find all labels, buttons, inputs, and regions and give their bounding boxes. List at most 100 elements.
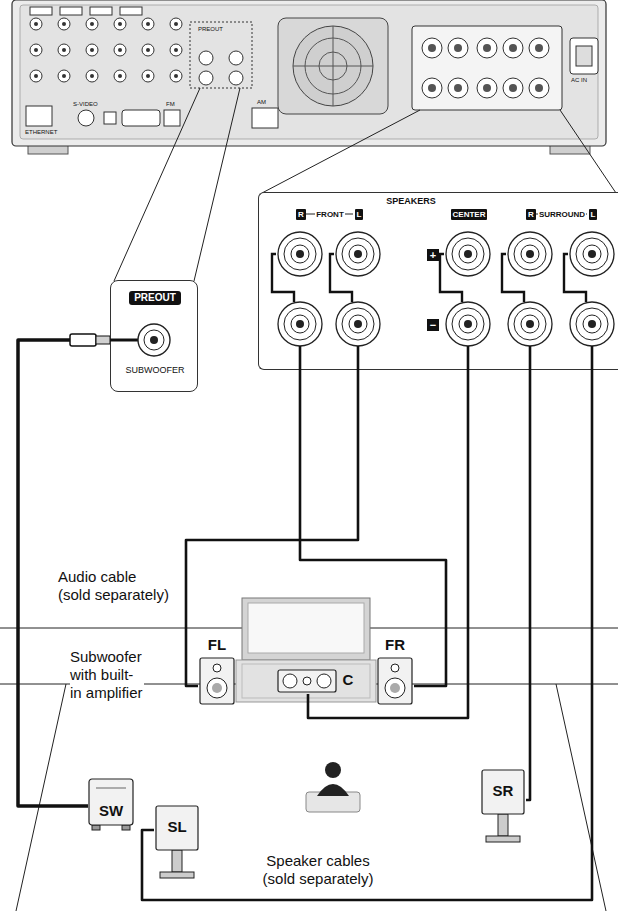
fan-ring <box>293 26 373 106</box>
center-speaker: C <box>278 668 362 694</box>
rca-jack <box>170 18 182 30</box>
room <box>0 628 618 911</box>
wire-stub <box>466 346 469 370</box>
speaker-foot <box>122 825 130 830</box>
speaker-stand <box>498 814 508 836</box>
leader-line <box>194 88 240 281</box>
terminal-ring <box>514 238 546 270</box>
rca-pin <box>118 48 122 52</box>
speaker-terminal <box>448 38 468 58</box>
terminal-ring <box>291 315 309 333</box>
rear-panel <box>20 5 598 139</box>
terminal-core <box>588 320 596 328</box>
tv-stand <box>236 660 376 702</box>
rca-jack <box>114 44 126 56</box>
rca-pin <box>146 74 150 78</box>
tweeter <box>213 664 221 672</box>
wire-stub <box>356 346 359 370</box>
tweeter <box>303 677 311 685</box>
speaker-terminal-block <box>412 26 562 110</box>
rca-jack <box>170 70 182 82</box>
hdmi-port <box>30 7 52 15</box>
surround-right-speaker: SR <box>480 770 526 844</box>
rca-jack <box>114 70 126 82</box>
jack-ring <box>138 324 170 356</box>
woofer <box>385 678 405 698</box>
leader-lines <box>114 88 616 281</box>
terminal-ring <box>583 315 601 333</box>
terminal-core <box>296 250 304 258</box>
terminal-ring <box>452 308 484 340</box>
speaker-terminal <box>529 78 549 98</box>
jack-pin <box>150 336 158 344</box>
woofer <box>207 678 227 698</box>
stand-base <box>160 872 194 878</box>
speaker-terminal <box>477 38 497 58</box>
port-slot <box>96 788 126 789</box>
rca-jack <box>142 70 154 82</box>
terminal-ring <box>336 232 380 276</box>
speaker-terminal <box>477 78 497 98</box>
node-shape <box>154 806 200 880</box>
port-label: AM <box>256 99 267 106</box>
terminal-core <box>428 44 436 52</box>
speaker-cable <box>526 370 530 800</box>
room-line <box>556 684 606 911</box>
channel-tag: L <box>589 209 598 220</box>
rca-pin <box>34 74 38 78</box>
section-tag: PREOUT <box>129 291 181 305</box>
woofer <box>283 674 297 688</box>
ac-inlet <box>570 38 598 74</box>
plug-wire <box>110 338 138 341</box>
preout-jack <box>199 71 213 85</box>
terminal-ring <box>446 232 490 276</box>
hdmi-port <box>90 7 112 15</box>
speaker-terminal <box>448 78 468 98</box>
fan-grille <box>278 18 388 114</box>
rca-pin <box>118 74 122 78</box>
am-terminal <box>252 108 278 128</box>
rca-pin <box>146 48 150 52</box>
terminal-core <box>483 84 491 92</box>
port-label: FM <box>165 101 176 108</box>
speaker-cable <box>142 370 592 900</box>
preout-jack <box>229 51 243 65</box>
terminal-core <box>296 320 304 328</box>
rca-pin <box>62 22 66 26</box>
speaker-cabinet <box>89 779 133 825</box>
terminal-ring <box>576 238 608 270</box>
polarity-mark: − <box>427 319 439 331</box>
wire-loop <box>440 254 462 302</box>
terminal-ring <box>342 238 374 270</box>
terminal-ring <box>570 302 614 346</box>
rca-jack <box>58 18 70 30</box>
port-label: PREOUT <box>197 26 224 33</box>
room-line <box>16 684 66 911</box>
channel-tag: L <box>355 209 364 220</box>
polarity-mark: + <box>427 249 439 261</box>
speaker-terminal <box>503 78 523 98</box>
terminal-ring <box>291 245 309 263</box>
preout-jack <box>229 71 243 85</box>
terminal-ring <box>583 245 601 263</box>
optical-jack <box>104 112 116 124</box>
terminal-core <box>483 44 491 52</box>
port-label: S-VIDEO <box>72 101 99 108</box>
speaker-terminal <box>529 38 549 58</box>
terminal-ring <box>459 315 477 333</box>
terminal-ring <box>459 245 477 263</box>
speaker-code: C <box>343 671 354 689</box>
rca-pin <box>62 74 66 78</box>
jack-label: SUBWOOFER <box>125 365 184 376</box>
terminal-core <box>354 320 362 328</box>
rca-pin <box>118 22 122 26</box>
rca-pin <box>90 22 94 26</box>
rca-jack <box>58 70 70 82</box>
terminal-ring <box>349 315 367 333</box>
terminal-ring <box>570 232 614 276</box>
terminal-core <box>509 44 517 52</box>
terminal-core <box>535 44 543 52</box>
